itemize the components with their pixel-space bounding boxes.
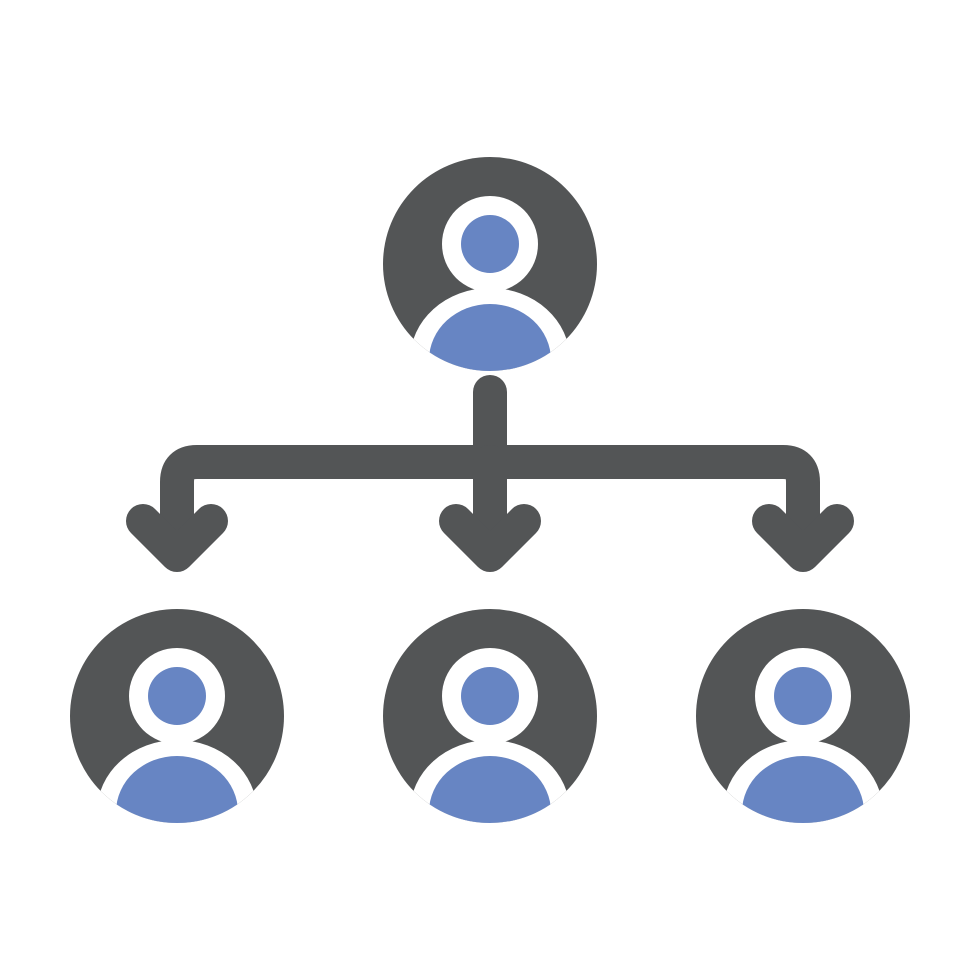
arrow-head-left [126, 504, 228, 572]
body-shape [429, 756, 551, 823]
person-icon [410, 740, 570, 823]
user-avatar-icon [70, 609, 284, 823]
arrow-head-right [752, 504, 854, 572]
arrow-head-center [439, 504, 541, 572]
head-shape [461, 667, 519, 725]
subordinate-node-right [696, 609, 910, 823]
person-icon [723, 740, 883, 823]
subordinate-node-center [383, 609, 597, 823]
body-shape [116, 756, 238, 823]
manager-node [383, 157, 597, 371]
body-shape [742, 756, 864, 823]
head-shape [148, 667, 206, 725]
branching-arrows-icon [126, 375, 854, 572]
head-shape [461, 215, 519, 273]
user-avatar-icon [696, 609, 910, 823]
person-icon [97, 740, 257, 823]
head-shape [774, 667, 832, 725]
subordinate-node-left [70, 609, 284, 823]
user-avatar-icon [383, 609, 597, 823]
person-icon [410, 288, 570, 371]
user-avatar-icon [383, 157, 597, 371]
body-shape [429, 304, 551, 371]
